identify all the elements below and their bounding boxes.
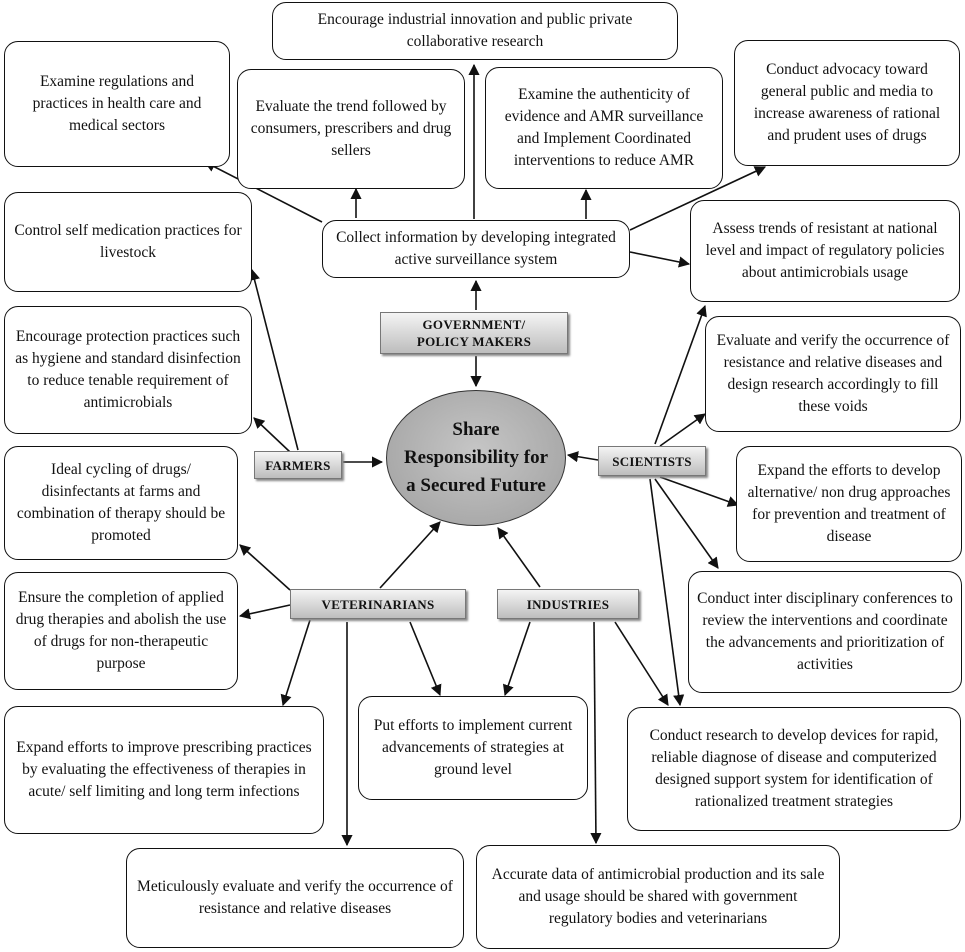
box-encourage-protection: Encourage protection practices such as h… (4, 306, 252, 434)
box-encourage-protection-text: Encourage protection practices such as h… (15, 328, 241, 411)
box-meticulously-evaluate: Meticulously evaluate and verify the occ… (126, 848, 464, 948)
box-evaluate-trend: Evaluate the trend followed by consumers… (237, 69, 465, 189)
arrow-vets-to-center (379, 521, 441, 589)
box-interdisciplinary-conferences: Conduct inter disciplinary conferences t… (688, 571, 962, 693)
arrow-industries-to-implement (502, 621, 531, 697)
box-control-self-medication: Control self medication practices for li… (4, 192, 252, 292)
arrow-scientists-to-center (566, 451, 599, 463)
arrow-farmers-to-protection (253, 417, 291, 453)
box-accurate-data-text: Accurate data of antimicrobial productio… (491, 866, 825, 927)
box-conduct-advocacy-text: Conduct advocacy toward general public a… (753, 61, 941, 144)
arrow-industries-to-data (590, 621, 602, 845)
arrow-scientists-to-assess (654, 304, 707, 445)
actor-industries: INDUSTRIES (497, 589, 639, 619)
arrow-scientists-to-research (649, 478, 685, 707)
arrow-collect-to-advocacy (629, 166, 767, 231)
box-evaluate-trend-text: Evaluate the trend followed by consumers… (250, 98, 452, 159)
box-examine-regulations-text: Examine regulations and practices in hea… (32, 73, 202, 134)
actor-farmers: FARMERS (254, 451, 342, 479)
actor-farmers-label: FARMERS (265, 457, 331, 473)
box-collect-info: Collect information by developing integr… (322, 220, 630, 278)
box-ideal-cycling: Ideal cycling of drugs/ disinfectants at… (4, 446, 238, 560)
actor-industries-label: INDUSTRIES (526, 596, 610, 612)
box-expand-prescribing-text: Expand efforts to improve prescribing pr… (16, 739, 312, 800)
actor-veterinarians: VETERINARIANS (290, 589, 466, 619)
box-ensure-completion: Ensure the completion of applied drug th… (4, 572, 238, 690)
box-ensure-completion-text: Ensure the completion of applied drug th… (15, 589, 227, 672)
box-meticulously-evaluate-text: Meticulously evaluate and verify the occ… (137, 878, 453, 917)
arrow-vets-to-implement (409, 621, 442, 697)
box-implement-advancements-text: Put efforts to implement current advance… (373, 717, 573, 778)
box-conduct-advocacy: Conduct advocacy toward general public a… (734, 40, 960, 166)
box-examine-regulations: Examine regulations and practices in hea… (4, 41, 230, 167)
box-implement-advancements: Put efforts to implement current advance… (358, 696, 588, 800)
arrow-scientists-to-conferences (654, 478, 719, 569)
box-interdisciplinary-conferences-text: Conduct inter disciplinary conferences t… (697, 590, 953, 673)
arrow-scientists-to-expand-alt (659, 476, 740, 507)
box-examine-authenticity: Examine the authenticity of evidence and… (485, 67, 723, 189)
box-evaluate-verify-resistance-text: Evaluate and verify the occurrence of re… (716, 332, 950, 415)
arrow-scientists-to-evaluate (659, 413, 706, 447)
box-ideal-cycling-text: Ideal cycling of drugs/ disinfectants at… (16, 461, 226, 544)
actor-government-label: GOVERNMENT/ POLICY MAKERS (416, 317, 532, 349)
arrow-collect-to-regulations (204, 161, 323, 223)
arrow-vets-to-completion (238, 604, 291, 620)
arrow-vets-to-cycling (239, 544, 291, 591)
center-goal-text: Share Responsibility for a Secured Futur… (403, 419, 549, 496)
arrow-farmers-to-control (249, 268, 299, 451)
arrow-industries-to-research (614, 621, 669, 706)
box-collect-info-text: Collect information by developing integr… (336, 229, 616, 268)
actor-government: GOVERNMENT/ POLICY MAKERS (380, 312, 568, 354)
box-examine-authenticity-text: Examine the authenticity of evidence and… (504, 86, 704, 169)
box-assess-trends: Assess trends of resistant at national l… (690, 200, 960, 302)
actor-scientists-label: SCIENTISTS (612, 453, 692, 469)
box-accurate-data: Accurate data of antimicrobial productio… (476, 845, 840, 949)
arrow-industries-to-center (497, 527, 541, 588)
arrow-vets-to-prescribing (280, 619, 311, 707)
box-research-devices-text: Conduct research to develop devices for … (649, 727, 939, 810)
box-control-self-medication-text: Control self medication practices for li… (14, 222, 242, 261)
box-expand-alternative: Expand the efforts to develop alternativ… (736, 446, 962, 562)
box-research-devices: Conduct research to develop devices for … (627, 707, 961, 831)
box-expand-alternative-text: Expand the efforts to develop alternativ… (747, 462, 951, 545)
actor-veterinarians-label: VETERINARIANS (321, 596, 435, 612)
actor-scientists: SCIENTISTS (598, 446, 706, 476)
box-evaluate-verify-resistance: Evaluate and verify the occurrence of re… (705, 316, 961, 432)
box-industrial-innovation-text: Encourage industrial innovation and publ… (317, 11, 633, 50)
box-industrial-innovation: Encourage industrial innovation and publ… (272, 2, 678, 60)
box-expand-prescribing: Expand efforts to improve prescribing pr… (4, 706, 324, 834)
arrow-collect-to-assess (629, 251, 691, 268)
box-assess-trends-text: Assess trends of resistant at national l… (705, 220, 945, 281)
center-goal-node: Share Responsibility for a Secured Futur… (386, 390, 566, 526)
